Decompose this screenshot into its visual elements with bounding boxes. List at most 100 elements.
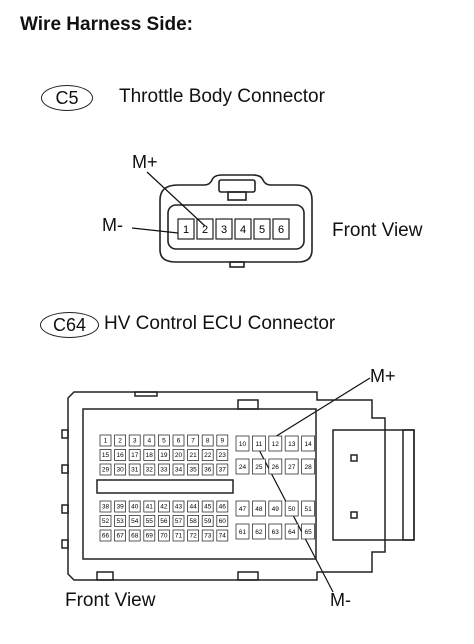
c64-pin-number: 48	[255, 506, 263, 513]
c64-m-minus-label: M-	[330, 590, 351, 610]
c64-pin-number: 43	[175, 503, 183, 510]
c64-pin-number: 14	[304, 441, 312, 448]
c64-pin-cell	[187, 500, 200, 513]
c64-pin-cell	[172, 500, 185, 513]
c64-pin-cell	[201, 463, 214, 476]
c64-pin-number: 18	[146, 452, 154, 459]
c5-pin-number: 3	[221, 224, 227, 236]
c64-pin-number: 59	[204, 518, 212, 525]
c64-pin-number: 12	[272, 441, 280, 448]
c64-pin-number: 57	[175, 518, 183, 525]
c64-pin-number: 70	[160, 532, 168, 539]
c64-pin-number: 42	[160, 503, 168, 510]
c64-pin-cell	[235, 435, 250, 452]
c64-pin-cell	[301, 435, 316, 452]
c64-pin-cell	[114, 500, 126, 513]
c64-pin-cell	[268, 458, 283, 475]
c64-pin-cell	[143, 434, 156, 447]
c64-pin-cell	[251, 458, 266, 475]
c5-m-minus-label: M-	[102, 215, 123, 235]
c64-pin-number: 37	[219, 466, 227, 473]
c64-pin-number: 68	[131, 532, 139, 539]
c64-pin-cell	[99, 434, 112, 447]
c64-pin-cell	[216, 463, 229, 476]
c64-pin-number: 13	[288, 441, 296, 448]
c64-pin-number: 36	[204, 466, 212, 473]
c64-pin-cell	[172, 434, 185, 447]
c64-pin-number: 10	[239, 441, 247, 448]
c5-pin-cell	[215, 218, 233, 240]
page-title: Wire Harness Side:	[20, 14, 194, 35]
c64-pin-cell	[157, 434, 170, 447]
c64-pin-cell	[201, 434, 214, 447]
c64-connector-housing	[61, 391, 415, 581]
c64-pin-number: 66	[102, 532, 110, 539]
c64-pin-cell	[216, 500, 229, 513]
c64-pin-cell	[172, 449, 185, 461]
c64-pin-cell	[128, 515, 141, 527]
c64-pin-number: 63	[272, 529, 280, 536]
c64-pin-cell	[201, 500, 214, 513]
c64-pin-number: 19	[160, 452, 168, 459]
c64-pin-cell	[157, 529, 170, 542]
c64-pin-cell	[268, 523, 283, 540]
c64-m-plus-label: M+	[370, 366, 396, 386]
c64-pin-cell	[301, 458, 316, 475]
c64-pin-cell	[284, 523, 299, 540]
c64-pin-cell	[251, 435, 266, 452]
c64-pin-cell	[284, 458, 299, 475]
c5-pin-number: 4	[240, 224, 246, 236]
c5-m-minus-leader	[131, 227, 179, 234]
c64-pin-cell	[172, 529, 185, 542]
c64-pin-cell	[172, 463, 185, 476]
c64-pin-number: 28	[304, 464, 312, 471]
c64-pin-number: 47	[239, 506, 247, 513]
c64-pin-number: 23	[219, 452, 227, 459]
c64-pin-number: 7	[191, 437, 195, 444]
c64-pin-cell	[201, 515, 214, 527]
c64-pin-number: 9	[220, 437, 224, 444]
c64-pin-number: 20	[175, 452, 183, 459]
c64-pin-cell	[216, 434, 229, 447]
c64-pin-cell	[187, 449, 200, 461]
c64-pin-number: 21	[189, 452, 197, 459]
c64-pin-cell	[99, 529, 112, 542]
c64-pin-number: 31	[131, 466, 139, 473]
c64-pin-cell	[143, 449, 156, 461]
c64-pin-number: 27	[288, 464, 296, 471]
c64-pin-number: 64	[288, 529, 296, 536]
c64-pin-cell	[284, 500, 299, 517]
c64-pin-cell	[157, 463, 170, 476]
c64-pin-number: 58	[189, 518, 197, 525]
c64-pin-cell	[99, 463, 112, 476]
c64-pin-cell	[216, 529, 229, 542]
c64-pin-cell	[301, 500, 316, 517]
c5-m-plus-label: M+	[132, 152, 158, 172]
c64-pin-number: 46	[219, 503, 227, 510]
c64-pin-number: 54	[131, 518, 139, 525]
c5-pin-number: 2	[202, 224, 208, 236]
c64-pin-cell	[143, 515, 156, 527]
c64-pin-number: 44	[189, 503, 197, 510]
c5-connector-code: C5	[41, 85, 93, 111]
c64-pin-number: 33	[160, 466, 168, 473]
c64-pin-cell	[301, 523, 316, 540]
c64-pin-cell	[187, 463, 200, 476]
c64-pin-cell	[284, 435, 299, 452]
c5-m-plus-leader	[146, 171, 206, 227]
c64-m-plus-leader	[269, 377, 371, 441]
c64-pin-number: 6	[177, 437, 181, 444]
c64-pin-number: 4	[147, 437, 151, 444]
c64-pin-cell	[235, 523, 250, 540]
c5-connector-name: Throttle Body Connector	[119, 86, 325, 107]
c64-pin-number: 61	[239, 529, 247, 536]
c64-pin-number: 69	[146, 532, 154, 539]
c64-pin-cell	[201, 529, 214, 542]
c64-pin-number: 24	[239, 464, 247, 471]
c64-pin-cell	[143, 529, 156, 542]
c64-pin-number: 5	[162, 437, 166, 444]
c5-front-view-label: Front View	[332, 220, 423, 241]
c64-pin-number: 8	[206, 437, 210, 444]
c64-pin-cell	[143, 500, 156, 513]
